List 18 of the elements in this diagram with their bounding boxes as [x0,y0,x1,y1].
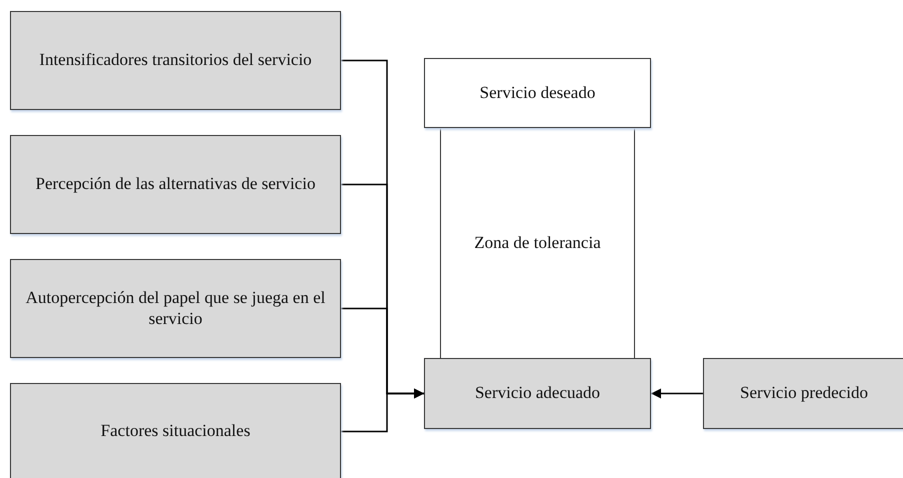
arrow [651,388,703,398]
node-label: Percepción de las alternativas de servicio [36,174,316,195]
node-label: Factores situacionales [100,421,250,442]
process-box [424,58,651,128]
process-box [424,358,651,429]
process-box [10,383,341,478]
process-box [10,259,341,358]
arrow [341,388,424,432]
node-label: Zona de tolerancia [474,232,601,254]
node-label: Servicio adecuado [474,383,600,404]
process-box [10,135,341,234]
process-box [10,11,341,110]
process-box [703,358,903,429]
node-label: Servicio predecido [740,383,868,404]
node-label: Autopercepción del papel que se juega en el servicio [24,288,326,329]
node-label: Servicio deseado [480,82,596,104]
tolerance-zone-box [440,128,635,358]
node-label: Intensificadores transitorios del servicio [39,50,312,71]
